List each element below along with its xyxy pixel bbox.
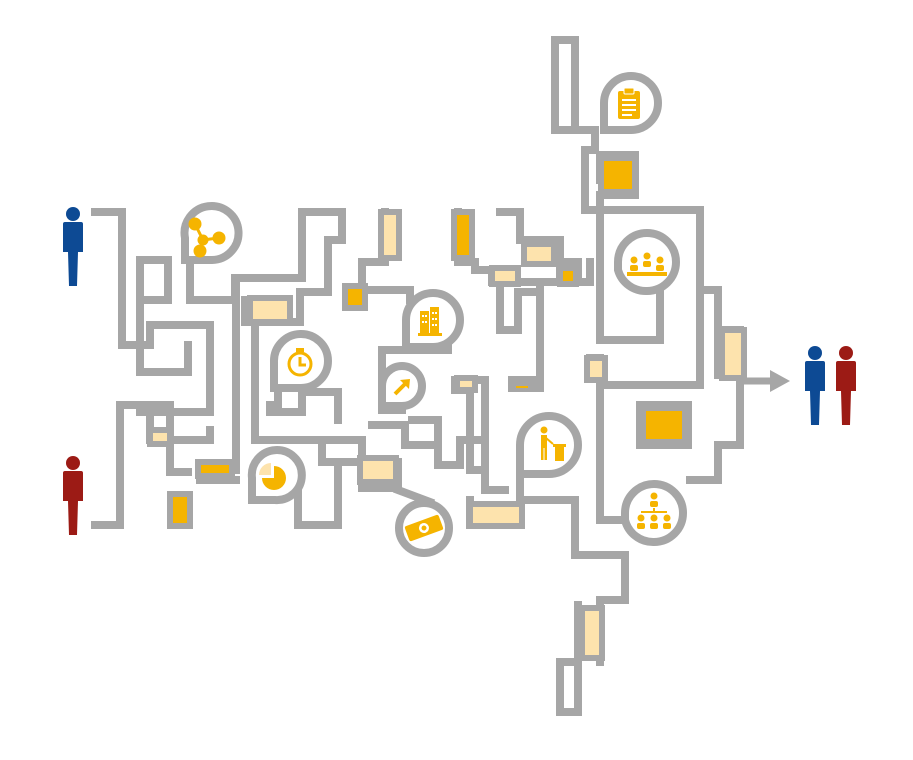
block (451, 209, 475, 261)
person-red-icon (836, 346, 856, 425)
presenter-podium-icon (540, 426, 566, 461)
stopwatch-icon (287, 348, 313, 377)
maze-nodes (180, 72, 687, 557)
network-icon (188, 217, 226, 258)
block (584, 355, 608, 383)
block (489, 265, 521, 287)
pie-node (247, 446, 306, 505)
block (640, 405, 688, 445)
end-people (805, 346, 856, 425)
clipboard-icon (618, 87, 640, 119)
money-node (395, 499, 453, 557)
block (342, 283, 368, 311)
block (454, 375, 478, 393)
org-chart-node (621, 480, 687, 546)
person-red-icon (63, 456, 83, 535)
team-meeting-node (614, 229, 680, 295)
person-blue-icon (63, 207, 83, 286)
buildings-node (402, 289, 464, 351)
person-blue-icon (805, 346, 825, 425)
buildings-icon (418, 307, 442, 336)
start-people (63, 207, 83, 535)
block (598, 155, 638, 195)
maze-blocks (147, 155, 747, 661)
block (467, 501, 525, 529)
block (167, 491, 193, 529)
block (512, 382, 532, 392)
network-node (180, 202, 243, 264)
pie-chart-icon (259, 463, 286, 490)
money-exchange-icon (404, 514, 444, 542)
arrow-right-icon (744, 370, 790, 392)
block (521, 241, 557, 267)
stopwatch-node (269, 330, 332, 392)
block (378, 209, 402, 261)
block (357, 455, 399, 485)
growth-node (378, 362, 426, 410)
block (557, 265, 579, 287)
org-chart-icon (637, 492, 671, 529)
growth-arrow-icon (393, 379, 410, 396)
block (719, 327, 747, 381)
clipboard-node (600, 72, 662, 134)
block (247, 295, 293, 325)
block (579, 605, 605, 661)
block (147, 427, 173, 447)
block (195, 459, 235, 479)
team-meeting-icon (627, 252, 667, 276)
presenter-node (516, 412, 582, 478)
